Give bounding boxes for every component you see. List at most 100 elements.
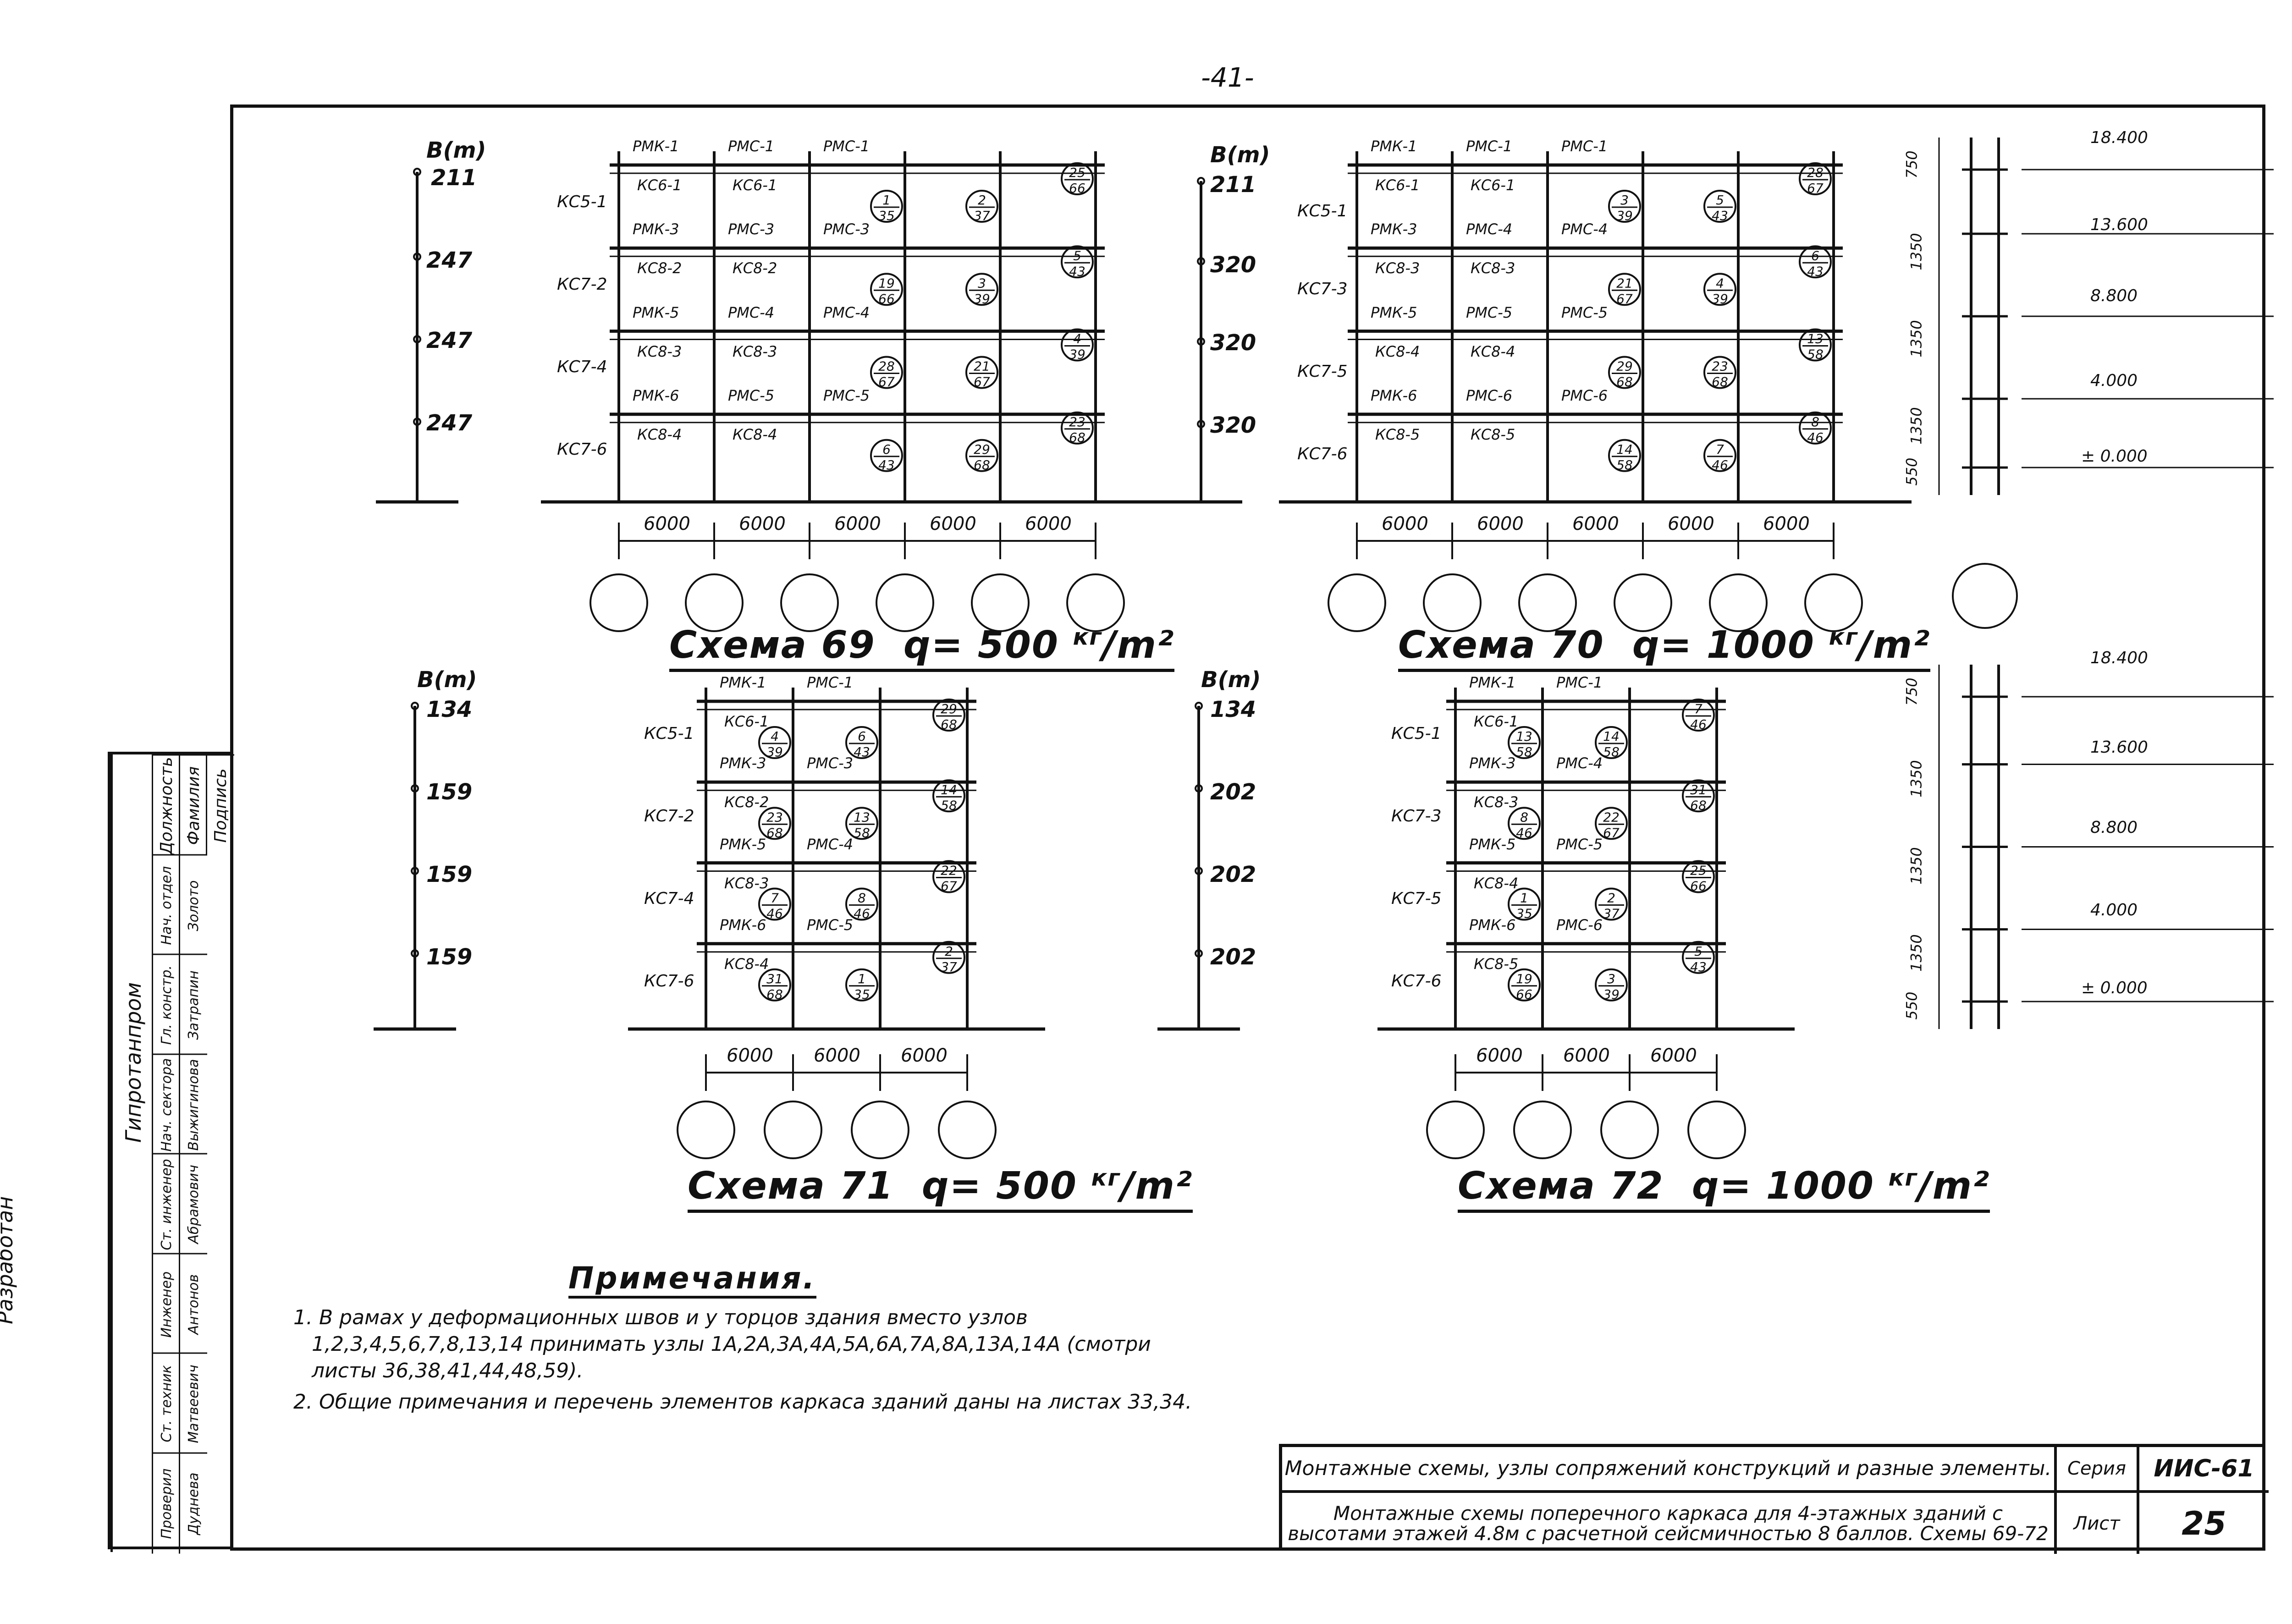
node-ref-sheet: 39 xyxy=(974,291,990,306)
node-ref-number: 22 xyxy=(941,863,957,878)
s69-axis-value: 211 xyxy=(431,165,477,191)
span-dimension: 6000 xyxy=(1668,513,1714,534)
series-value: ИИС-61 xyxy=(2139,1447,2269,1493)
grid-axis-circle xyxy=(1328,573,1386,632)
span-dimension: 6000 xyxy=(1477,513,1524,534)
span-dimension: 6000 xyxy=(1382,513,1428,534)
node-ref-number: 28 xyxy=(878,359,895,374)
beam-label: РМС-3 xyxy=(728,220,775,238)
column-label: КС8-3 xyxy=(1474,793,1519,811)
s71-left-col-label: КС5-1 xyxy=(644,724,694,743)
node-ref-circle xyxy=(758,726,791,759)
beam-label: РМС-5 xyxy=(807,916,854,934)
scheme-69-axis-title: B(m) xyxy=(426,138,486,163)
node-ref-sheet: 67 xyxy=(941,879,957,894)
beam-label: РМК-6 xyxy=(633,386,679,404)
node-ref-circle xyxy=(932,860,965,893)
node-ref-circle xyxy=(1608,273,1641,306)
column-label: КС8-3 xyxy=(724,874,769,892)
node-ref-number: 23 xyxy=(766,809,783,825)
node-ref-number: 29 xyxy=(974,442,990,457)
beam-label: РМС-4 xyxy=(1466,220,1513,238)
beam-label: РМК-5 xyxy=(1469,835,1516,853)
stamp-cell: Нач. сектора xyxy=(152,1053,180,1155)
axis-dot xyxy=(1197,257,1205,265)
node-ref-sheet: 39 xyxy=(1069,347,1085,362)
scheme-70-axis-title: B(m) xyxy=(1210,142,1270,168)
node-ref-sheet: 68 xyxy=(941,717,957,732)
node-ref-number: 23 xyxy=(1069,414,1085,429)
span-dimension: 6000 xyxy=(644,513,690,534)
node-ref-sheet: 46 xyxy=(766,906,783,921)
column-label: КС6-1 xyxy=(637,176,682,194)
stamp-cell: Ст. инженер xyxy=(152,1153,180,1255)
beam-label: РМС-4 xyxy=(823,303,870,321)
node-ref-sheet: 66 xyxy=(1690,879,1707,894)
beam-label: РМС-1 xyxy=(823,138,870,155)
grid-axis-circle xyxy=(971,573,1030,632)
node-ref-sheet: 68 xyxy=(1712,374,1728,390)
beam-label: РМК-3 xyxy=(1469,754,1516,772)
node-ref-number: 5 xyxy=(1694,944,1702,959)
node-ref-circle xyxy=(1595,807,1628,840)
node-ref-sheet: 43 xyxy=(854,744,870,760)
beam-label: РМС-4 xyxy=(1556,754,1603,772)
axis-dot xyxy=(411,784,419,793)
s69-left-col-label: КС7-4 xyxy=(557,358,607,376)
node-ref-number: 6 xyxy=(882,442,891,457)
node-ref-circle xyxy=(1608,356,1641,389)
node-ref-circle xyxy=(845,726,878,759)
node-ref-sheet: 58 xyxy=(1516,744,1532,760)
s69-left-col-label: КС7-6 xyxy=(557,440,607,459)
title-block-top-text: Монтажные схемы, узлы сопряжений констру… xyxy=(1282,1447,2057,1493)
node-ref-circle xyxy=(965,273,998,306)
stamp-cell: Матвеевич xyxy=(179,1353,207,1454)
node-ref-circle xyxy=(1703,439,1736,472)
stamp-cell: Золото xyxy=(179,854,207,955)
node-ref-number: 8 xyxy=(858,891,866,906)
beam-label: РМС-1 xyxy=(728,138,775,155)
sheet-number: -41- xyxy=(1201,62,1254,93)
node-ref-circle xyxy=(758,807,791,840)
beam-label: РМС-5 xyxy=(1466,303,1513,321)
scheme-71-title: Схема 71 q= 500 кг/m² xyxy=(688,1164,1193,1213)
node-ref-circle xyxy=(870,273,903,306)
span-dimension: 6000 xyxy=(834,513,881,534)
stamp-cell: Дуднева xyxy=(179,1452,207,1553)
axis-dot xyxy=(413,253,421,261)
s72-left-col-label: КС5-1 xyxy=(1391,724,1442,743)
column-label: КС8-2 xyxy=(724,793,769,811)
node-ref-sheet: 43 xyxy=(1069,264,1085,279)
node-ref-number: 21 xyxy=(974,359,990,374)
beam-label: РМК-1 xyxy=(720,674,766,691)
node-ref-sheet: 35 xyxy=(854,987,870,1002)
scheme-72-title: Схема 72 q= 1000 кг/m² xyxy=(1458,1164,1990,1213)
node-ref-number: 6 xyxy=(1811,248,1819,263)
axis-dot xyxy=(1195,949,1203,958)
grid-axis-circle xyxy=(851,1101,909,1159)
notes-block: Примечания. 1. В рамах у деформационных … xyxy=(293,1261,1210,1415)
node-ref-number: 22 xyxy=(1603,809,1620,825)
node-ref-number: 13 xyxy=(1516,729,1532,744)
beam-label: РМК-6 xyxy=(1371,386,1417,404)
node-ref-sheet: 39 xyxy=(1616,208,1633,223)
beam-label: РМК-1 xyxy=(1469,674,1516,691)
elevation-label: ± 0.000 xyxy=(2081,979,2148,997)
column-label: КС8-4 xyxy=(1375,342,1420,360)
scheme-69-title: Схема 69 q= 500 кг/m² xyxy=(669,623,1174,672)
node-ref-circle xyxy=(870,356,903,389)
axis-dot xyxy=(411,867,419,875)
grid-axis-circle xyxy=(876,573,934,632)
node-ref-number: 29 xyxy=(1616,359,1633,374)
stamp-cell: Гл. констр. xyxy=(152,954,180,1055)
beam-label: РМС-6 xyxy=(1561,386,1608,404)
node-ref-circle xyxy=(932,941,965,974)
node-ref-number: 31 xyxy=(1690,782,1707,797)
node-ref-sheet: 67 xyxy=(1807,181,1824,196)
column-label: КС8-3 xyxy=(637,342,682,360)
stamp-header: Подпись xyxy=(206,754,234,856)
node-ref-sheet: 66 xyxy=(1069,181,1085,196)
node-ref-circle xyxy=(870,190,903,223)
elevation-label: 18.400 xyxy=(2090,128,2148,147)
section-dimension: 750 xyxy=(1903,150,1921,179)
